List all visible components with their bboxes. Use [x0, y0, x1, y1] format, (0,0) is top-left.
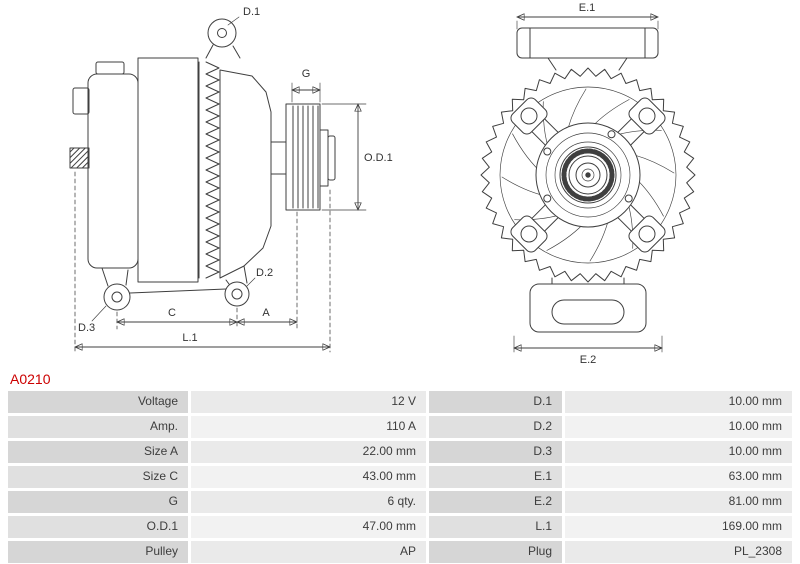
dimension-label-d2: D.2 [256, 267, 273, 279]
spec-value: 10.00 mm [565, 416, 792, 438]
dimension-l1: L.1 [74, 332, 331, 347]
dimension-label-e2: E.2 [580, 354, 597, 366]
splined-shaft [561, 148, 615, 202]
front-bracket [219, 69, 272, 279]
spec-value: 10.00 mm [565, 441, 792, 463]
dimension-label-a: A [262, 307, 270, 319]
table-row: Amp. 110 A D.2 10.00 mm [8, 416, 792, 438]
fan-blades [501, 88, 675, 262]
part-number: A0210 [10, 371, 51, 387]
spec-value: 110 A [191, 416, 426, 438]
table-row: O.D.1 47.00 mm L.1 169.00 mm [8, 516, 792, 538]
housing-inner-rim [499, 86, 677, 264]
rear-housing [69, 61, 139, 269]
spec-value: 63.00 mm [565, 466, 792, 488]
spec-label: Pulley [8, 541, 188, 563]
pulley [285, 103, 336, 211]
spec-label: E.1 [429, 466, 562, 488]
spec-value: 43.00 mm [191, 466, 426, 488]
dimension-d3: D.3 [78, 305, 107, 334]
dimension-a: A [236, 307, 298, 322]
dimension-od1: O.D.1 [321, 103, 393, 211]
dimension-label-l1: L.1 [182, 332, 197, 344]
terminal-block [69, 147, 90, 169]
dimension-c: C [116, 307, 238, 322]
alternator-body [137, 57, 287, 283]
spec-value: 12 V [191, 391, 426, 413]
dimension-e1: E.1 [516, 2, 659, 30]
connector-plug [72, 87, 90, 115]
shaft [270, 141, 287, 175]
spec-label: Voltage [8, 391, 188, 413]
spec-value: 47.00 mm [191, 516, 426, 538]
top-mounting-block [516, 27, 659, 71]
shaft-nut [327, 135, 336, 181]
mounting-ear [628, 215, 666, 253]
mounting-ear [628, 97, 666, 135]
hub [535, 122, 641, 228]
spec-value: AP [191, 541, 426, 563]
side-view: D.1 [69, 6, 393, 353]
mounting-slot [551, 299, 625, 325]
table-row: Voltage 12 V D.1 10.00 mm [8, 391, 792, 413]
table-row: G 6 qty. E.2 81.00 mm [8, 491, 792, 513]
spec-value: 169.00 mm [565, 516, 792, 538]
spec-value: 22.00 mm [191, 441, 426, 463]
spec-value: 10.00 mm [565, 391, 792, 413]
spec-label: Size A [8, 441, 188, 463]
dimension-g: G [291, 68, 321, 103]
spec-label: L.1 [429, 516, 562, 538]
bottom-mounting-foot [529, 277, 647, 333]
spec-label: D.2 [429, 416, 562, 438]
table-row: Pulley AP Plug PL_2308 [8, 541, 792, 563]
technical-drawing: D.1 [69, 2, 696, 366]
table-row: Size A 22.00 mm D.3 10.00 mm [8, 441, 792, 463]
spec-label: D.3 [429, 441, 562, 463]
dimension-label-od1: O.D.1 [364, 152, 393, 164]
spec-label: E.2 [429, 491, 562, 513]
stator-fins [205, 61, 220, 279]
spec-label: Amp. [8, 416, 188, 438]
front-view: E.1 [480, 2, 696, 366]
spec-label: O.D.1 [8, 516, 188, 538]
spec-table: Voltage 12 V D.1 10.00 mm Amp. 110 A D.2… [8, 391, 792, 563]
mounting-ear [510, 97, 548, 135]
mounting-ear [510, 215, 548, 253]
dimension-label-d1: D.1 [243, 6, 260, 18]
spec-label: G [8, 491, 188, 513]
spec-value: PL_2308 [565, 541, 792, 563]
dimension-d2: D.2 [246, 267, 273, 287]
mounting-lugs [101, 265, 250, 311]
dimension-e2: E.2 [513, 335, 663, 366]
dimension-label-c: C [168, 307, 176, 319]
top-mounting-lug: D.1 [205, 6, 260, 59]
dimension-label-e1: E.1 [579, 2, 596, 14]
spec-label: D.1 [429, 391, 562, 413]
spec-value: 6 qty. [191, 491, 426, 513]
spec-label: Plug [429, 541, 562, 563]
cross-arms [524, 111, 652, 239]
spec-label: Size C [8, 466, 188, 488]
dimension-label-d3: D.3 [78, 322, 95, 334]
spec-value: 81.00 mm [565, 491, 792, 513]
dimension-label-g: G [302, 68, 311, 80]
table-row: Size C 43.00 mm E.1 63.00 mm [8, 466, 792, 488]
